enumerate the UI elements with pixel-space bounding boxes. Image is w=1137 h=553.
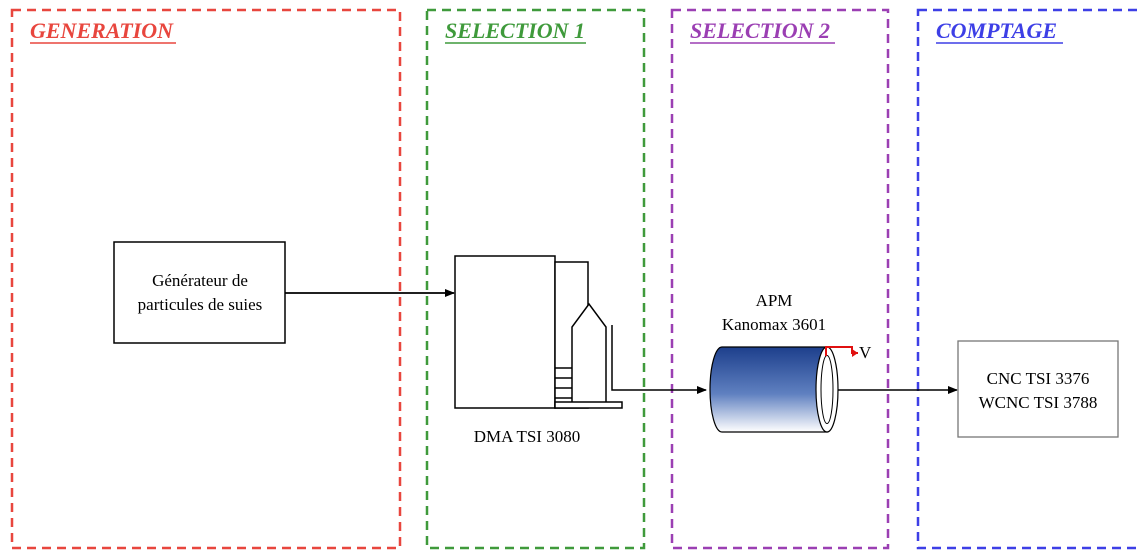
apm-cylinder xyxy=(709,346,839,433)
counter-label-line1: CNC TSI 3376 xyxy=(987,369,1090,388)
flow-arrow-dma-to-apm xyxy=(611,325,707,394)
counter-label-line2: WCNC TSI 3788 xyxy=(979,393,1098,412)
comptage-title: COMPTAGE xyxy=(936,18,1057,43)
generation-section-frame xyxy=(10,8,402,550)
particle-counter-box xyxy=(957,340,1119,438)
soot-generator-box xyxy=(113,241,286,344)
selection1-section-frame xyxy=(425,8,646,550)
generation-title: GENERATION xyxy=(30,18,174,43)
dma-device xyxy=(454,255,623,409)
comptage-section-frame xyxy=(916,8,1137,550)
apm-label-line2: Kanomax 3601 xyxy=(722,315,826,334)
rotation-velocity-arrow xyxy=(825,346,858,357)
selection2-section-frame xyxy=(670,8,890,550)
generator-label-line1: Générateur de xyxy=(152,271,248,290)
apm-label-line1: APM xyxy=(756,291,793,310)
dma-label: DMA TSI 3080 xyxy=(474,427,580,446)
velocity-label: V xyxy=(859,343,872,362)
selection1-title: SELECTION 1 xyxy=(445,18,585,43)
generator-label-line2: particules de suies xyxy=(138,295,263,314)
selection2-title: SELECTION 2 xyxy=(690,18,830,43)
